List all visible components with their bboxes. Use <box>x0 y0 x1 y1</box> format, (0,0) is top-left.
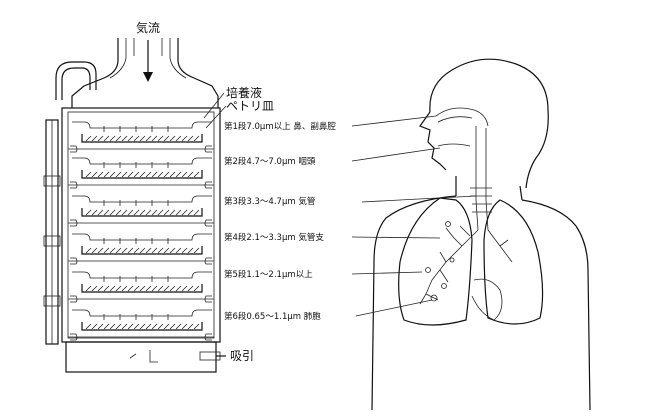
stage-1-plate <box>68 121 214 153</box>
respiratory-tract-figure <box>371 58 591 411</box>
stage-1-label: 第1段7.0μm以上 鼻、副鼻腔 <box>224 121 336 132</box>
stage-2-label: 第2段4.7～7.0μm 咽頭 <box>224 156 316 167</box>
culture-medium-label: 培養液 <box>226 85 262 100</box>
airflow-label: 気流 <box>136 20 160 35</box>
stage-3-label: 第3段3.3～4.7μm 気管 <box>224 196 315 207</box>
leader-lines <box>203 92 477 317</box>
suction-label: 吸引 <box>230 349 254 363</box>
stage-4-label: 第4段2.1～3.3μm 気管支 <box>224 232 324 243</box>
stage-4-plate <box>68 233 214 265</box>
stage-3-plate <box>68 195 214 227</box>
impactor-apparatus <box>43 38 226 373</box>
stage-5-plate <box>68 271 214 303</box>
petri-dish-label: ペトリ皿 <box>226 99 274 113</box>
stage-6-plate <box>68 309 214 341</box>
stage-5-label: 第5段1.1～2.1μm以上 <box>224 269 313 280</box>
stage-2-plate <box>68 157 214 189</box>
stage-6-label: 第6段0.65～1.1μm 肺胞 <box>224 311 321 322</box>
